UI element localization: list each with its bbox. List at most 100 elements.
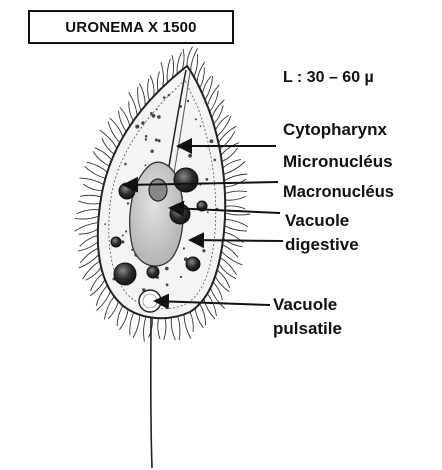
granule bbox=[187, 100, 189, 102]
cilium bbox=[164, 318, 166, 340]
cilium bbox=[86, 267, 101, 280]
cilium bbox=[225, 213, 250, 215]
label-macronucleus: Macronucléus bbox=[283, 180, 394, 204]
granule bbox=[202, 249, 205, 252]
food-vacuole bbox=[170, 204, 190, 224]
cilium bbox=[102, 138, 114, 154]
cilium bbox=[182, 49, 184, 70]
cilium bbox=[139, 83, 145, 105]
cilium bbox=[222, 245, 238, 258]
granule bbox=[157, 115, 161, 119]
label-micronucleus: Micronucléus bbox=[283, 150, 393, 174]
cilium bbox=[75, 223, 99, 232]
cilium bbox=[79, 229, 98, 234]
granule bbox=[125, 230, 127, 232]
cilium bbox=[119, 309, 128, 329]
granule bbox=[151, 150, 154, 153]
cilium bbox=[217, 270, 230, 288]
cilium bbox=[194, 54, 198, 77]
granule bbox=[122, 235, 124, 237]
granule bbox=[158, 139, 161, 142]
granule bbox=[145, 138, 147, 140]
label-vacuole-pulsatile-line1: Vacuole bbox=[273, 293, 342, 317]
cilium bbox=[224, 174, 247, 181]
granule bbox=[163, 96, 166, 99]
granule bbox=[113, 279, 115, 281]
food-vacuole bbox=[186, 257, 200, 271]
cilium bbox=[222, 148, 238, 162]
cilium bbox=[220, 258, 237, 276]
cilium bbox=[172, 55, 174, 78]
granule bbox=[166, 283, 169, 286]
cilium bbox=[219, 264, 236, 279]
cilium bbox=[78, 201, 100, 204]
cilium bbox=[215, 115, 228, 130]
cilium bbox=[224, 162, 246, 175]
cilium bbox=[93, 151, 110, 166]
cilium bbox=[157, 72, 159, 92]
granule bbox=[168, 94, 170, 96]
cilium bbox=[210, 91, 219, 112]
cilium bbox=[117, 306, 123, 326]
granule bbox=[156, 109, 158, 111]
granule bbox=[155, 139, 158, 142]
figure-title: URONEMA X 1500 bbox=[28, 10, 234, 44]
cilium bbox=[178, 316, 180, 340]
granule bbox=[188, 154, 192, 158]
granule bbox=[214, 159, 217, 162]
label-vacuole-pulsatile-line2: pulsatile bbox=[273, 317, 342, 341]
cilium bbox=[225, 226, 248, 231]
cilium bbox=[225, 206, 245, 209]
food-vacuole bbox=[174, 168, 198, 192]
cilium bbox=[80, 178, 104, 184]
cilium bbox=[144, 317, 146, 342]
cilium bbox=[195, 308, 203, 327]
cilium bbox=[75, 216, 99, 219]
cilium bbox=[221, 143, 239, 156]
cilium bbox=[150, 75, 154, 96]
cilium bbox=[130, 312, 134, 335]
cilium bbox=[200, 68, 205, 89]
cilium bbox=[225, 196, 246, 200]
label-vacuole-pulsatile: Vacuole pulsatile bbox=[273, 293, 342, 341]
cilium bbox=[133, 315, 140, 338]
cilium bbox=[77, 210, 100, 214]
cilium bbox=[108, 122, 120, 143]
cilium bbox=[80, 235, 98, 246]
label-vacuole-digestive-line1: Vacuole bbox=[285, 209, 359, 233]
cilium bbox=[200, 304, 206, 325]
cilium bbox=[158, 318, 160, 339]
cilium bbox=[97, 291, 111, 311]
cilium bbox=[221, 251, 242, 265]
cilium bbox=[138, 87, 141, 111]
granule bbox=[104, 223, 106, 225]
cilium bbox=[171, 317, 175, 340]
cilium bbox=[83, 261, 100, 279]
micronucleus bbox=[149, 179, 167, 201]
size-label: L : 30 – 60 µ bbox=[283, 66, 374, 90]
cilium bbox=[210, 288, 224, 309]
cilium bbox=[190, 312, 193, 332]
cilium bbox=[184, 314, 191, 338]
granule bbox=[206, 178, 209, 181]
granule bbox=[195, 118, 197, 120]
cilium bbox=[148, 79, 150, 101]
cilium bbox=[161, 62, 164, 87]
cilium bbox=[215, 276, 229, 292]
arrow-vacuole-digestive bbox=[190, 240, 283, 241]
cilium bbox=[225, 191, 247, 194]
granule bbox=[127, 202, 129, 204]
label-cytopharynx: Cytopharynx bbox=[283, 118, 387, 142]
granule bbox=[141, 121, 144, 124]
granule bbox=[124, 163, 127, 166]
granule bbox=[200, 126, 202, 128]
cilium bbox=[80, 195, 101, 197]
label-vacuole-digestive: Vacuole digestive bbox=[285, 209, 359, 257]
granule bbox=[207, 211, 209, 213]
granule bbox=[145, 164, 147, 166]
cilium bbox=[83, 184, 102, 191]
granule bbox=[210, 139, 214, 143]
cilium bbox=[96, 285, 107, 305]
